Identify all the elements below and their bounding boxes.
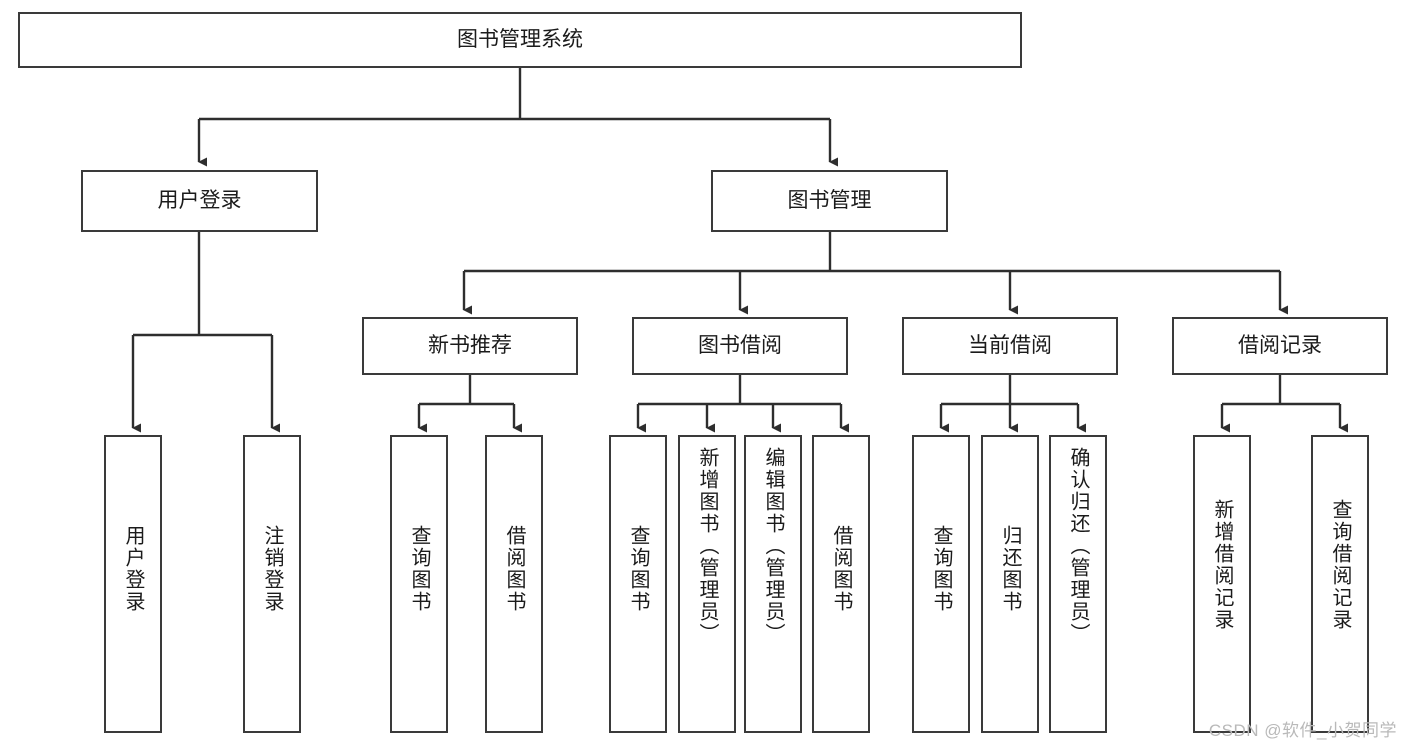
node-current-borrow[interactable]: 当前借阅 bbox=[902, 317, 1118, 375]
leaf-book-borrow-query-label: 查询图书 bbox=[627, 525, 649, 613]
leaf-current-borrow-confirm[interactable]: 确认归还（管理员） bbox=[1049, 435, 1107, 733]
node-book-management[interactable]: 图书管理 bbox=[711, 170, 948, 232]
node-root-label: 图书管理系统 bbox=[457, 27, 583, 51]
leaf-new-book-borrow[interactable]: 借阅图书 bbox=[485, 435, 543, 733]
leaf-book-borrow-edit-label: 编辑图书（管理员） bbox=[762, 447, 784, 645]
leaf-book-borrow-borrow[interactable]: 借阅图书 bbox=[812, 435, 870, 733]
watermark: CSDN @软件_小贺同学 bbox=[1208, 721, 1397, 740]
node-user-login-label: 用户登录 bbox=[157, 188, 242, 212]
leaf-book-borrow-edit[interactable]: 编辑图书（管理员） bbox=[744, 435, 802, 733]
leaf-borrow-record-add-label: 新增借阅记录 bbox=[1211, 499, 1233, 631]
node-book-borrow[interactable]: 图书借阅 bbox=[632, 317, 848, 375]
leaf-current-borrow-return[interactable]: 归还图书 bbox=[981, 435, 1039, 733]
leaf-user-login-signin[interactable]: 用户登录 bbox=[104, 435, 162, 733]
leaf-user-login-signout[interactable]: 注销登录 bbox=[243, 435, 301, 733]
leaf-current-borrow-return-label: 归还图书 bbox=[999, 525, 1021, 613]
leaf-book-borrow-add-label: 新增图书（管理员） bbox=[696, 447, 718, 645]
leaf-book-borrow-query[interactable]: 查询图书 bbox=[609, 435, 667, 733]
leaf-new-book-borrow-label: 借阅图书 bbox=[503, 525, 525, 613]
node-new-book-recommend[interactable]: 新书推荐 bbox=[362, 317, 578, 375]
leaf-new-book-query[interactable]: 查询图书 bbox=[390, 435, 448, 733]
leaf-user-login-signin-label: 用户登录 bbox=[122, 525, 144, 613]
node-book-borrow-label: 图书借阅 bbox=[698, 333, 782, 357]
node-new-book-recommend-label: 新书推荐 bbox=[428, 333, 512, 357]
leaf-borrow-record-query-label: 查询借阅记录 bbox=[1329, 499, 1351, 631]
node-root[interactable]: 图书管理系统 bbox=[18, 12, 1022, 68]
leaf-current-borrow-confirm-label: 确认归还（管理员） bbox=[1067, 447, 1089, 645]
leaf-current-borrow-query[interactable]: 查询图书 bbox=[912, 435, 970, 733]
leaf-borrow-record-query[interactable]: 查询借阅记录 bbox=[1311, 435, 1369, 733]
leaf-user-login-signout-label: 注销登录 bbox=[261, 525, 283, 613]
leaf-book-borrow-add[interactable]: 新增图书（管理员） bbox=[678, 435, 736, 733]
leaf-current-borrow-query-label: 查询图书 bbox=[930, 525, 952, 613]
leaf-book-borrow-borrow-label: 借阅图书 bbox=[830, 525, 852, 613]
leaf-borrow-record-add[interactable]: 新增借阅记录 bbox=[1193, 435, 1251, 733]
node-borrow-record-label: 借阅记录 bbox=[1238, 333, 1322, 357]
node-user-login[interactable]: 用户登录 bbox=[81, 170, 318, 232]
node-current-borrow-label: 当前借阅 bbox=[968, 333, 1052, 357]
leaf-new-book-query-label: 查询图书 bbox=[408, 525, 430, 613]
node-book-management-label: 图书管理 bbox=[787, 188, 872, 212]
node-borrow-record[interactable]: 借阅记录 bbox=[1172, 317, 1388, 375]
